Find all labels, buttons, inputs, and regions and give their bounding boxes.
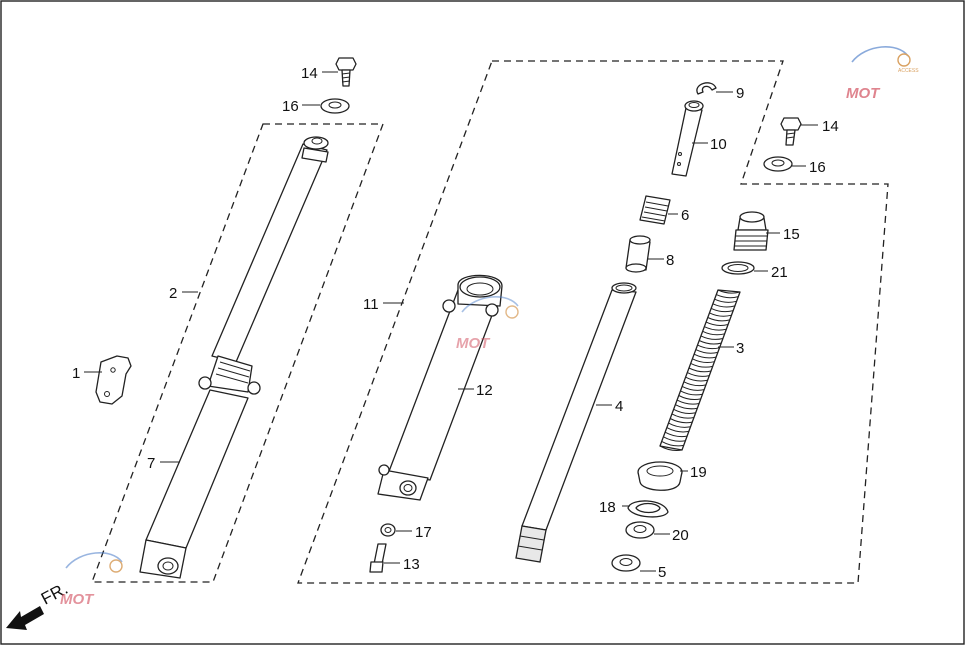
part-5-washer <box>611 554 641 572</box>
callout-2: 2 <box>169 285 177 302</box>
callout-19: 19 <box>690 464 707 481</box>
part-14-bolt-right <box>780 117 802 146</box>
part-2-fork-leg-left <box>139 136 329 579</box>
callout-4: 4 <box>615 398 623 415</box>
part-21-washer <box>721 261 755 275</box>
part-17-ring <box>380 523 396 537</box>
part-10-damper-rod <box>671 100 704 177</box>
callout-11: 11 <box>363 296 379 313</box>
part-9-circlip <box>696 82 717 95</box>
part-8-cylinder <box>625 235 651 273</box>
part-13-socket-bolt <box>369 543 387 573</box>
part-14-bolt-left <box>335 57 357 87</box>
part-15-fork-cap <box>733 211 769 251</box>
callout-16b: 16 <box>809 159 826 176</box>
callout-3: 3 <box>736 340 744 357</box>
svg-text:ACCESS: ACCESS <box>898 68 919 74</box>
part-18-stopper-ring <box>627 500 669 518</box>
callout-6: 6 <box>681 207 689 224</box>
callout-9: 9 <box>736 85 744 102</box>
group-outline-left-leg <box>91 123 384 583</box>
watermark-logo-center: MOT <box>456 296 519 352</box>
callout-8: 8 <box>666 252 674 269</box>
group-outline-right-assembly <box>297 60 889 584</box>
callout-17: 17 <box>415 524 432 541</box>
callout-12: 12 <box>476 382 493 399</box>
callout-13: 13 <box>403 556 420 573</box>
front-arrow-icon <box>6 606 44 630</box>
callout-5: 5 <box>658 564 666 581</box>
part-16-washer-right <box>763 156 793 172</box>
part-20-washer <box>625 521 655 539</box>
callout-14a: 14 <box>301 65 318 82</box>
callouts: 1 2 7 14 16 11 12 17 13 4 9 10 6 8 14 16… <box>72 65 839 581</box>
callout-10: 10 <box>710 136 727 153</box>
part-12-outer-tube-right <box>377 274 503 501</box>
part-3-main-spring <box>659 289 741 451</box>
leader-lines <box>84 71 818 572</box>
watermark-logo-bottom-left: MOT <box>60 552 123 608</box>
svg-text:MOT: MOT <box>846 85 881 102</box>
callout-1: 1 <box>72 365 80 382</box>
callout-21: 21 <box>771 264 788 281</box>
callout-14b: 14 <box>822 118 839 135</box>
part-1-bracket <box>95 355 132 405</box>
part-16-washer-left <box>320 98 350 114</box>
part-19-oil-seal <box>637 461 683 491</box>
callout-7: 7 <box>147 455 155 472</box>
svg-text:MOT: MOT <box>456 335 491 352</box>
callout-16a: 16 <box>282 98 299 115</box>
svg-text:MOT: MOT <box>60 591 95 608</box>
part-6-short-spring <box>639 195 671 225</box>
callout-18: 18 <box>599 499 616 516</box>
part-4-inner-tube <box>515 282 637 563</box>
watermark-logo-top-right: MOT ACCESS <box>846 46 919 102</box>
callout-15: 15 <box>783 226 800 243</box>
callout-20: 20 <box>672 527 689 544</box>
